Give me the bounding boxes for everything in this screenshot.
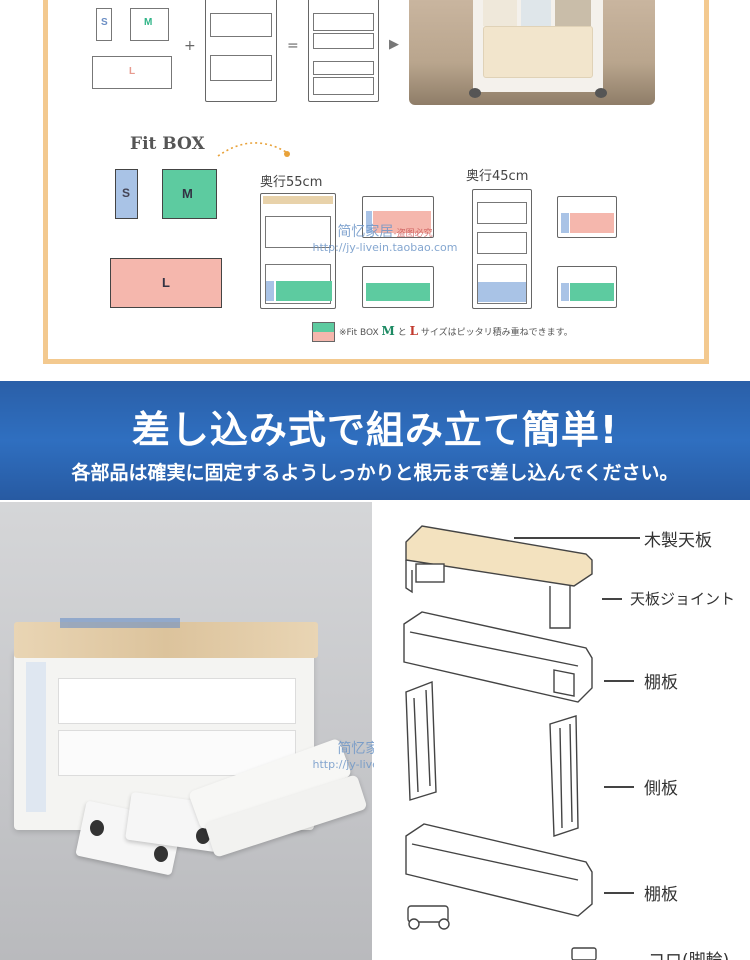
leader-side-board	[604, 786, 634, 788]
fitbox-title: Fit BOX	[130, 134, 205, 154]
note-suffix: サイズはピッタリ積み重ねできます。	[420, 328, 573, 338]
rack-55-top-shelf	[362, 196, 434, 238]
play-arrow-icon: ▶	[389, 37, 399, 52]
dotted-arc-icon	[217, 142, 290, 157]
rack-45-bottom-shelf	[557, 266, 617, 308]
fitbox-l	[110, 258, 222, 308]
stack-note: ※Fit BOX M と L サイズはピッタリ積み重ねできます。	[339, 324, 573, 338]
fitbox-s	[115, 169, 138, 219]
fitbox-info-frame	[43, 0, 709, 364]
note-m: M	[381, 324, 395, 338]
box-m-small	[130, 8, 169, 41]
plus-sign: +	[184, 38, 196, 54]
leader-shelf-upper	[604, 680, 634, 682]
box-s-label: S	[101, 17, 108, 28]
fitbox-m	[162, 169, 217, 219]
parts-diagram: 木製天板 天板ジョイント 棚板 側板 棚板 コロ(脚輪)	[374, 502, 750, 960]
equals-sign: =	[287, 38, 299, 54]
rack-45-top-shelf	[557, 196, 617, 238]
rack-45-main	[472, 189, 532, 309]
label-caster: コロ(脚輪)	[648, 946, 729, 960]
label-top-joint: 天板ジョイント	[630, 590, 736, 608]
banner-title: 差し込み式で組み立て簡単!	[131, 408, 619, 452]
label-shelf-upper: 棚板	[644, 673, 678, 693]
leader-top-board	[514, 537, 640, 539]
assembly-banner: 差し込み式で組み立て簡単! 各部品は確実に固定するようしっかりと根元まで差し込ん…	[0, 381, 750, 500]
parts-photo	[0, 502, 372, 960]
rack-55-main	[260, 193, 336, 309]
rack-empty	[205, 0, 277, 102]
rack-55-bottom-shelf	[362, 266, 434, 308]
label-side-board: 側板	[644, 779, 678, 799]
depth-55-label: 奥行55cm	[260, 175, 323, 190]
box-m-label: M	[144, 17, 153, 28]
box-l-small	[92, 56, 172, 89]
note-and: と	[397, 328, 407, 338]
fitbox-l-label: L	[162, 275, 170, 290]
box-s-small	[96, 8, 112, 41]
leader-shelf-lower	[604, 892, 634, 894]
box-l-label: L	[129, 66, 136, 77]
fitbox-s-label: S	[122, 186, 131, 200]
leader-top-joint	[602, 598, 622, 600]
label-shelf-lower: 棚板	[644, 885, 678, 905]
banner-subtitle: 各部品は確実に固定するようしっかりと根元まで差し込んでください。	[71, 462, 679, 484]
note-prefix: ※Fit BOX	[339, 328, 379, 338]
rack-filled	[308, 0, 379, 102]
stack-note-swatch	[312, 322, 335, 342]
rack-photo	[409, 0, 655, 105]
fitbox-m-label: M	[182, 186, 193, 201]
label-top-board: 木製天板	[644, 531, 712, 551]
depth-45-label: 奥行45cm	[466, 169, 529, 184]
note-l: L	[409, 324, 419, 338]
exploded-diagram	[403, 525, 597, 960]
